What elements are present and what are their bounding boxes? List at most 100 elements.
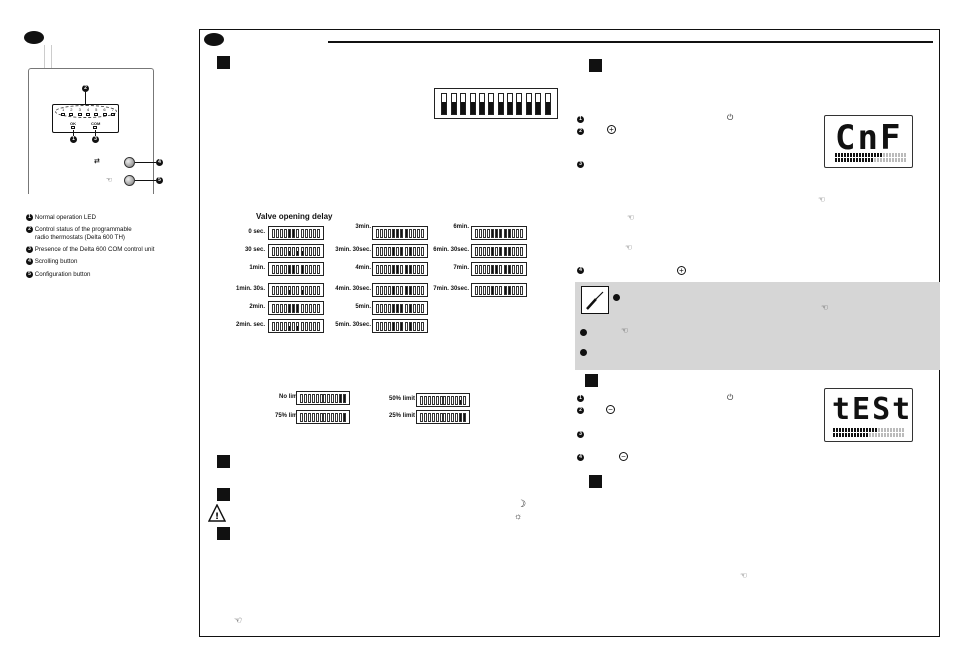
power-icon: ⏻: [727, 113, 734, 122]
ok-label: OK: [70, 121, 76, 126]
lcd-bargraph: [835, 153, 906, 157]
dip-switch-lever: [497, 92, 504, 115]
lang-badge-right: [204, 33, 224, 46]
callout-line-5: [135, 180, 156, 181]
callout-line-3: [95, 130, 96, 136]
section-marker: [217, 527, 230, 540]
dip-switch-lever: [488, 92, 495, 115]
dip-switch-setting: [471, 244, 527, 258]
section-marker: [217, 455, 230, 468]
step-number: 2: [577, 407, 584, 414]
lcd-bargraph: [835, 158, 906, 162]
dip-switch-setting: [268, 244, 324, 258]
dip-switch-setting: [296, 410, 350, 424]
dip-switch-setting: [268, 226, 324, 240]
com-label: COM: [91, 121, 101, 126]
setting-label: 7min.: [453, 265, 469, 271]
led-label: 2: [70, 107, 73, 112]
dip-switch-setting: [372, 319, 428, 333]
lcd-text: tESt: [832, 392, 913, 427]
dip-switch-setting: [372, 244, 428, 258]
dip-switch-setting: [471, 226, 527, 240]
hand-icon: ☜: [627, 213, 635, 222]
header-rule: [328, 41, 933, 43]
hand-icon: ☜: [740, 571, 748, 580]
dip-switch-lever: [544, 92, 551, 115]
plus-icon: +: [677, 266, 686, 275]
dip-switch-setting: [372, 226, 428, 240]
dip-switch-setting: [268, 319, 324, 333]
lcd-bargraph: [833, 428, 904, 432]
dip-switch-lever: [525, 92, 532, 115]
setting-label: 5min. 30sec.: [335, 322, 371, 328]
scrolling-button[interactable]: [124, 157, 135, 168]
dip-switch-lever: [478, 92, 485, 115]
setting-label: 3min. 30sec.: [335, 247, 371, 253]
led-row: 1 2 3 4 5 6 7: [62, 107, 114, 112]
dip-switch-setting: [372, 262, 428, 276]
hand-icon: ☜: [621, 326, 629, 335]
dip-switch-lever: [460, 92, 467, 115]
setting-label: 30 sec.: [244, 247, 265, 253]
setting-label: 6min. 30sec.: [433, 247, 469, 253]
plus-icon: +: [607, 125, 616, 134]
setting-label: 4min.: [355, 265, 371, 271]
led-label: 1: [62, 107, 65, 112]
led-group-outline: [55, 105, 117, 118]
setting-label: 3min.: [355, 224, 371, 230]
step-number: 3: [577, 431, 584, 438]
callout-3: 3: [92, 136, 99, 143]
section-marker: [217, 488, 230, 501]
dip-switch-setting: [416, 410, 470, 424]
step-number: 3: [577, 161, 584, 168]
dip-switch-setting: [296, 391, 350, 405]
lcd-display-test: tESt: [824, 388, 913, 442]
led-label: 7: [111, 107, 114, 112]
legend-item: 2 Control status of the programmable: [26, 226, 196, 234]
scroll-symbol-icon: ⇄: [94, 158, 100, 165]
note-number: [580, 329, 587, 336]
step-number: 1: [577, 116, 584, 123]
setting-label: 5min.: [355, 304, 371, 310]
dip-switch-setting: [268, 262, 324, 276]
dip-switch-setting: [372, 301, 428, 315]
legend: 1 Normal operation LED 2 Control status …: [26, 214, 196, 279]
svg-text:!: !: [215, 512, 219, 522]
sun-icon: ☼: [514, 511, 523, 521]
step-number: 4: [577, 454, 584, 461]
step-number: 1: [577, 395, 584, 402]
setting-label: 2min. sec.: [235, 322, 265, 328]
setting-label: 1min.: [249, 265, 265, 271]
dip-switch-setting: [372, 283, 428, 297]
lang-badge-left: [24, 31, 44, 44]
dip-switch-setting: [416, 393, 470, 407]
legend-item: radio thermostats (Delta 600 TH): [35, 234, 125, 242]
step-number: 4: [577, 267, 584, 274]
dip-switch-setting: [471, 283, 527, 297]
setting-label: 2min.: [249, 304, 265, 310]
lcd-bargraph: [833, 433, 904, 437]
lcd-text: CnF: [835, 118, 903, 158]
hand-icon: ☜: [234, 615, 243, 625]
section-marker: [585, 374, 598, 387]
configuration-button[interactable]: [124, 175, 135, 186]
callout-1: 1: [70, 136, 77, 143]
lcd-display-config: CnF: [824, 115, 913, 168]
note-box: [575, 282, 940, 370]
valve-delay-title: Valve opening delay: [256, 212, 333, 221]
ok-led: [71, 126, 75, 129]
dip-switch-lever: [469, 92, 476, 115]
power-icon: ⏻: [727, 393, 734, 402]
note-number: [613, 294, 620, 301]
led-label: 5: [95, 107, 98, 112]
dip-switch-lever: [516, 92, 523, 115]
minus-icon: −: [619, 452, 628, 461]
setting-label: 25% limit: [388, 413, 415, 419]
hand-icon: ☜: [625, 243, 633, 252]
device-top-lines: [44, 45, 52, 68]
dip-switch-lever: [507, 92, 513, 115]
com-led: [93, 126, 97, 129]
screwdriver-icon: [581, 286, 609, 314]
note-number: [580, 349, 587, 356]
hand-icon: ☜: [821, 303, 829, 312]
